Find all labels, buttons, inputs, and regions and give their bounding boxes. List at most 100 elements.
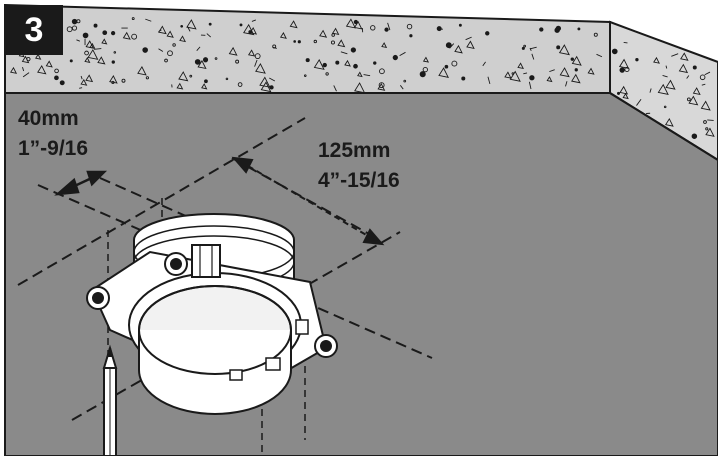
concrete-speckle	[692, 65, 697, 70]
concrete-speckle	[54, 75, 59, 81]
concrete-speckle	[707, 119, 714, 121]
concrete-speckle	[357, 71, 363, 78]
concrete-speckle	[180, 24, 184, 28]
concrete-speckle	[350, 47, 356, 53]
concrete-speckle	[458, 23, 462, 27]
concrete-speckle	[176, 82, 184, 90]
concrete-speckle	[111, 60, 115, 64]
concrete-speckle	[687, 97, 691, 102]
concrete-speckle	[272, 46, 277, 49]
concrete-speckle	[546, 76, 553, 83]
concrete-speckle	[186, 26, 191, 32]
concrete-speckle	[649, 88, 652, 93]
concrete-speckle	[556, 45, 561, 50]
concrete-speckle	[131, 33, 138, 40]
concrete-speckle	[611, 48, 618, 55]
concrete-speckle	[111, 80, 115, 85]
concrete-speckle	[558, 44, 570, 56]
concrete-slab-side	[609, 20, 718, 162]
concrete-speckle	[704, 71, 711, 76]
concrete-speckle	[691, 133, 698, 139]
concrete-speckle	[509, 70, 521, 82]
concrete-speckle	[485, 31, 490, 36]
concrete-speckle	[269, 77, 276, 82]
concrete-speckle	[189, 74, 193, 78]
concrete-speckle	[255, 63, 266, 74]
concrete-speckle	[379, 68, 385, 75]
concrete-speckle	[66, 26, 73, 33]
concrete-speckle	[260, 81, 272, 93]
concrete-speckle	[635, 57, 639, 62]
concrete-speckle	[37, 64, 47, 75]
concrete-speckle	[399, 51, 406, 57]
concrete-speckle	[158, 25, 167, 35]
wall-left-background	[0, 0, 718, 2]
concrete-speckle	[10, 66, 18, 74]
concrete-speckle	[322, 62, 327, 68]
concrete-speckle	[239, 23, 243, 27]
concrete-speckle	[378, 82, 385, 89]
concrete-speckle	[521, 46, 525, 50]
concrete-speckle	[593, 32, 598, 37]
concrete-speckle	[249, 26, 258, 35]
concrete-speckle	[686, 75, 690, 79]
concrete-speckle	[26, 56, 31, 62]
concrete-speckle	[202, 57, 209, 63]
concrete-speckle	[113, 51, 117, 54]
concrete-speckle	[381, 42, 388, 49]
concrete-speckle	[353, 20, 363, 30]
concrete-speckle	[179, 35, 187, 43]
concrete-speckle	[353, 63, 358, 69]
concrete-speckle	[487, 76, 491, 85]
concrete-speckle	[71, 18, 78, 25]
concrete-speckle	[131, 17, 135, 20]
concrete-speckle	[337, 39, 346, 48]
concrete-speckle	[254, 53, 261, 60]
concrete-speckle	[701, 83, 706, 86]
concrete-speckle	[445, 42, 452, 49]
concrete-speckle	[345, 18, 357, 29]
concrete-speckle	[303, 74, 307, 77]
concrete-speckle	[122, 31, 131, 40]
concrete-speckle	[340, 51, 348, 55]
concrete-speckle	[121, 78, 126, 83]
concrete-speckle	[680, 52, 689, 61]
spacing-imperial-label: 4”-15/16	[318, 169, 400, 192]
ceiling-corner-edge	[609, 92, 718, 161]
concrete-speckle	[333, 85, 337, 92]
concrete-speckle	[158, 48, 164, 52]
concrete-speckle	[523, 44, 526, 48]
concrete-speckle	[225, 77, 229, 81]
concrete-speckle	[80, 78, 88, 86]
concrete-speckle	[204, 79, 208, 84]
concrete-speckle	[82, 32, 89, 39]
concrete-speckle	[517, 62, 524, 70]
concrete-speckle	[145, 76, 149, 80]
concrete-speckle	[142, 47, 148, 53]
concrete-speckle	[370, 25, 376, 31]
concrete-speckle	[539, 27, 544, 32]
concrete-speckle	[293, 40, 296, 43]
concrete-speckle	[699, 74, 706, 81]
concrete-speckle	[101, 38, 108, 45]
concrete-speckle	[269, 85, 274, 90]
concrete-speckle	[403, 79, 407, 83]
concrete-speckle	[335, 60, 340, 65]
concrete-speckle	[449, 43, 455, 49]
concrete-speckle	[194, 59, 201, 65]
concrete-speckle	[248, 30, 253, 34]
concrete-speckle	[705, 127, 709, 131]
concrete-speckle	[703, 120, 707, 124]
concrete-speckle	[331, 33, 335, 37]
concrete-speckle	[22, 72, 30, 78]
concrete-speckle	[619, 85, 629, 95]
concrete-speckle	[422, 66, 428, 73]
concrete-speckle	[166, 30, 174, 38]
concrete-speckle	[384, 27, 389, 32]
concrete-speckle	[570, 57, 574, 61]
concrete-speckle	[664, 117, 674, 127]
offset-imperial-label: 1”-9/16	[18, 137, 89, 160]
concrete-speckle	[206, 33, 212, 38]
concrete-speckle	[186, 19, 197, 30]
concrete-speckle	[69, 59, 73, 63]
